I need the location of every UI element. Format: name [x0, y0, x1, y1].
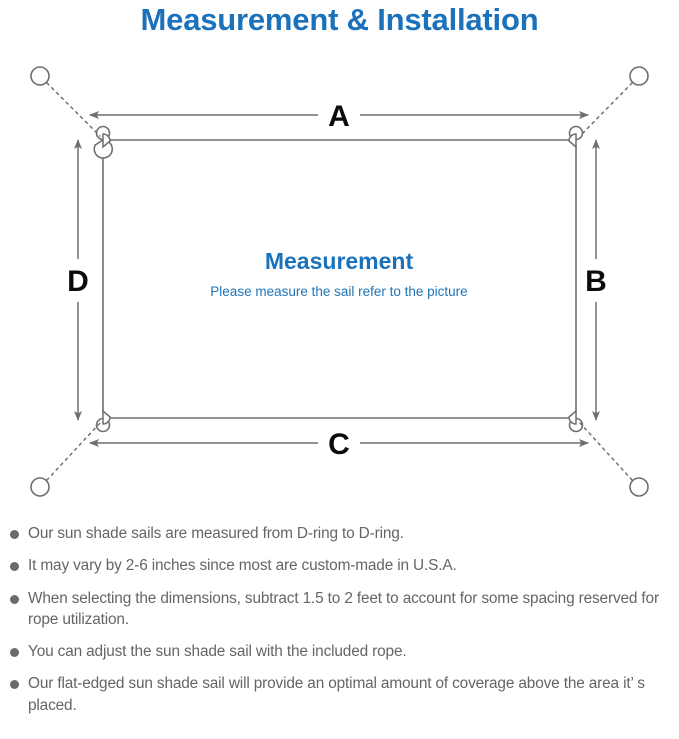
anchor-point-top-right	[629, 66, 649, 86]
corner-webbing-bottom-right	[568, 409, 577, 425]
dimension-label-c: C	[328, 428, 350, 461]
corner-webbing-top-left	[102, 133, 111, 149]
dimension-label-d: D	[67, 265, 89, 298]
diagram-center-subtitle: Please measure the sail refer to the pic…	[210, 284, 467, 299]
dimension-label-a: A	[328, 100, 350, 133]
bullet-icon	[10, 562, 19, 572]
notes-list: Our sun shade sails are measured from D-…	[0, 523, 679, 727]
corner-webbing-bottom-left	[102, 409, 111, 425]
rope-line-bottom-right	[579, 422, 633, 481]
list-item: When selecting the dimensions, subtract …	[0, 588, 679, 631]
diagram-center-title: Measurement	[265, 248, 414, 274]
list-item: It may vary by 2-6 inches since most are…	[0, 555, 679, 576]
bullet-icon	[10, 594, 19, 604]
anchor-point-bottom-right	[629, 477, 649, 497]
bullet-icon	[10, 530, 19, 539]
rope-line-bottom-left	[46, 422, 101, 481]
rope-line-top-right	[579, 82, 633, 137]
bullet-icon	[10, 680, 19, 690]
rope-line-top-left	[46, 82, 101, 137]
anchor-point-bottom-left	[30, 477, 50, 497]
note-text: Our sun shade sails are measured from D-…	[28, 525, 404, 542]
note-text: It may vary by 2-6 inches since most are…	[28, 557, 457, 575]
list-item: Our flat-edged sun shade sail will provi…	[0, 673, 679, 716]
page-title: Measurement & Installation	[140, 2, 539, 37]
bullet-icon	[10, 648, 19, 657]
measurement-diagram: A C D B Measurement Please measure the s…	[0, 52, 679, 512]
sail-body	[102, 139, 577, 419]
list-item: Our sun shade sails are measured from D-…	[0, 523, 679, 544]
dimension-label-b: B	[585, 265, 607, 298]
list-item: You can adjust the sun shade sail with t…	[0, 641, 679, 662]
note-text: You can adjust the sun shade sail with t…	[28, 643, 407, 660]
note-text: Our flat-edged sun shade sail will provi…	[28, 675, 645, 714]
note-text: When selecting the dimensions, subtract …	[28, 589, 659, 628]
corner-webbing-top-right	[568, 133, 577, 149]
anchor-point-top-left	[30, 66, 50, 86]
